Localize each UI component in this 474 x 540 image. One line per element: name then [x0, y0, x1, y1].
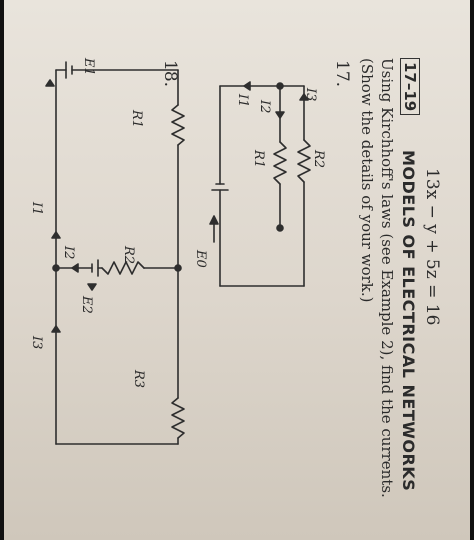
c18-arrow-e1 — [45, 79, 55, 87]
c17-node-top — [276, 82, 284, 90]
c17-label-i1: I1 — [235, 94, 250, 108]
c18-arrow-i3 — [51, 325, 61, 333]
c17-arrow-i2 — [275, 111, 285, 119]
c18-node-left — [52, 264, 60, 272]
c18-label-e1: E1 — [81, 58, 96, 76]
c17-node-bottom — [276, 224, 284, 232]
textbook-page-photo: 13x − y + 5z = 16 17–19 MODELS OF ELECTR… — [4, 0, 470, 540]
c18-resistor-r3 — [171, 397, 185, 439]
c17-resistor-r2 — [297, 139, 311, 183]
c18-arrow-e2 — [87, 283, 97, 291]
c18-label-e2: E2 — [79, 296, 94, 314]
circuit-18 — [45, 61, 185, 445]
c17-arrow-i1 — [243, 81, 251, 91]
c17-label-r1: R1 — [251, 150, 266, 169]
c18-resistor-r2 — [101, 261, 145, 275]
c18-label-r1: R1 — [129, 110, 144, 129]
c17-label-i2: I2 — [257, 100, 272, 114]
c18-label-r2: R2 — [121, 246, 136, 265]
c18-arrow-i1 — [51, 231, 61, 239]
c17-label-e0: E0 — [193, 250, 208, 268]
c18-label-i1: I1 — [29, 202, 44, 216]
c18-label-r3: R3 — [131, 370, 146, 389]
c18-label-i3: I3 — [29, 336, 44, 350]
c17-arrow-i3 — [299, 93, 309, 101]
c18-label-i2: I2 — [61, 246, 76, 260]
c17-resistor-r1 — [273, 141, 287, 185]
c17-arrow-e0 — [209, 215, 219, 225]
c17-label-r2: R2 — [311, 150, 326, 169]
circuit-diagrams — [45, 61, 311, 445]
circuit-17 — [209, 81, 311, 287]
c17-label-i3: I3 — [303, 88, 318, 102]
c18-arrow-i2 — [71, 263, 79, 273]
c18-resistor-r1 — [171, 104, 185, 146]
c18-node-right — [174, 264, 182, 272]
